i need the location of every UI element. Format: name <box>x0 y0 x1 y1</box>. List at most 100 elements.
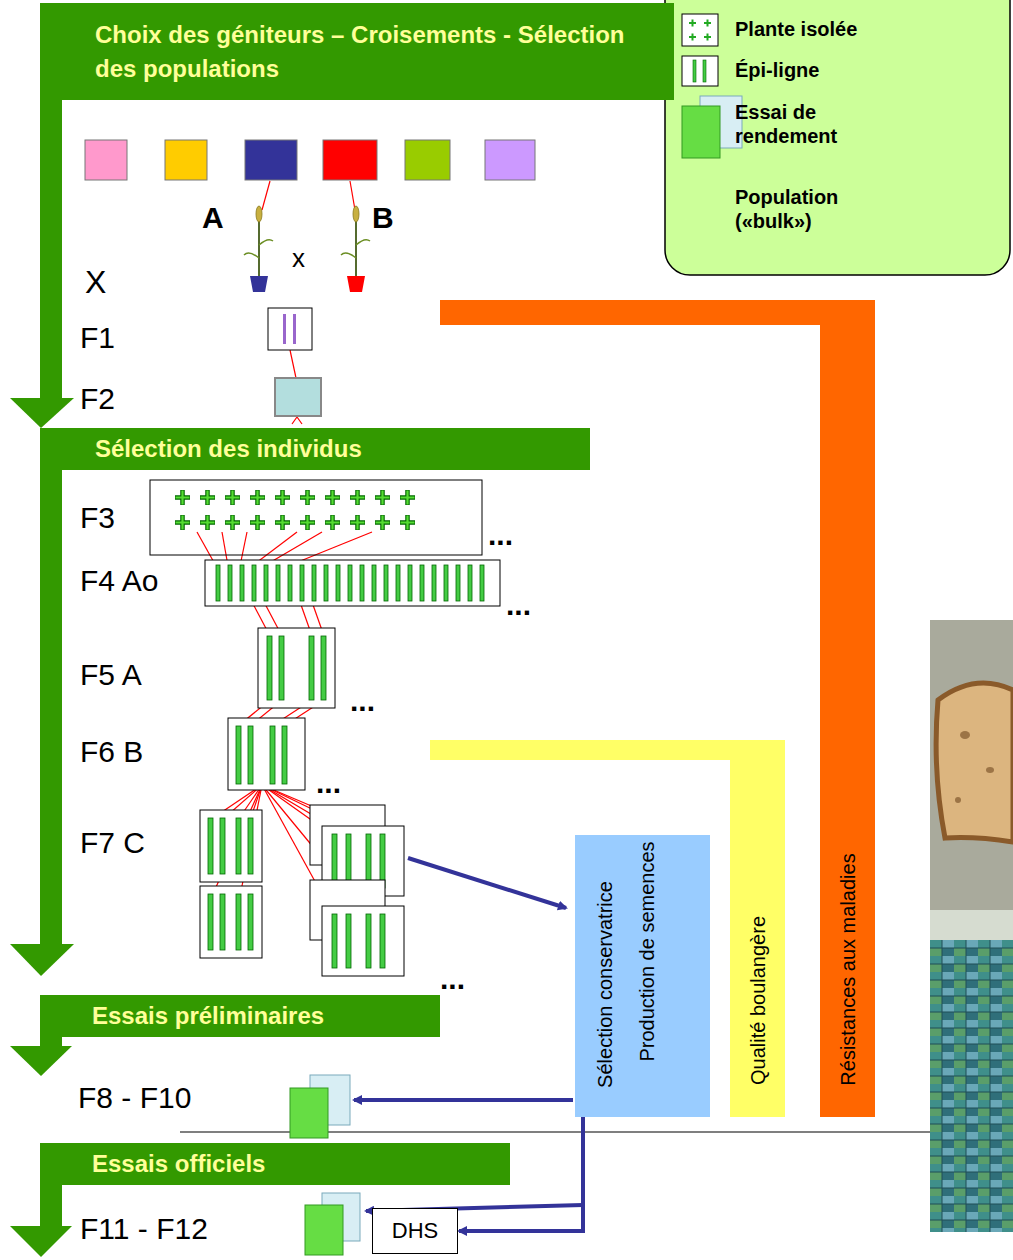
f5-family <box>321 636 326 700</box>
f7-families <box>332 914 337 968</box>
stage-title: Essais officiels <box>92 1147 265 1181</box>
process-box: DHS <box>372 1208 458 1254</box>
f5-family <box>267 636 272 700</box>
parent-plant-a <box>256 206 262 222</box>
f4-ear-rows <box>205 560 500 606</box>
f7-families <box>248 818 253 874</box>
f1-ear-row <box>268 308 312 350</box>
band-text: Production de semences <box>636 841 659 1061</box>
f6-family <box>228 718 305 790</box>
legend-icon-yield-trial <box>682 106 720 158</box>
legend-box <box>665 0 1010 275</box>
f6-family <box>270 726 275 784</box>
green-flow-arrows <box>10 1046 72 1076</box>
selection-lines <box>262 181 270 210</box>
band-bars <box>430 740 760 760</box>
legend-box <box>665 0 1010 275</box>
legend-icon-ear-row <box>682 56 718 86</box>
generation-label: F3 <box>80 503 115 533</box>
f7-families <box>236 894 241 950</box>
stage-banner: Choix des géniteurs – Croisements - Séle… <box>40 3 674 100</box>
stage-title: Sélection des individus <box>95 432 362 466</box>
green-flow-arrows <box>40 1179 62 1228</box>
stage-title: Essais préliminaires <box>92 999 324 1033</box>
f3-plants <box>150 480 482 555</box>
green-flow-arrows <box>40 96 62 400</box>
f7-families <box>236 818 241 874</box>
legend-label: Essai de rendement <box>735 100 875 148</box>
band-bars <box>430 300 850 760</box>
parent-squares <box>485 140 535 180</box>
f5-family <box>258 628 335 708</box>
yield-trial-icons <box>290 1088 328 1138</box>
f3-plants <box>170 485 420 535</box>
f6-family <box>248 726 253 784</box>
photo-bread-field <box>930 620 1013 940</box>
green-flow-arrows <box>10 944 74 976</box>
f5-family <box>258 628 335 708</box>
flow-arrows <box>354 1098 573 1102</box>
parent-squares <box>405 140 450 180</box>
green-flow-arrows <box>10 1226 72 1257</box>
ellipsis: ... <box>316 768 341 798</box>
f1-ear-row <box>283 314 286 344</box>
parent-squares <box>165 140 207 180</box>
f7-families <box>220 818 225 874</box>
parent-plant-b <box>355 220 357 276</box>
green-flow-arrows <box>40 468 62 946</box>
activity-band: Sélection conservatriceProduction de sem… <box>575 835 710 1117</box>
parent-label: B <box>372 203 394 233</box>
photo-bread-field <box>936 683 1013 842</box>
selection-lines <box>350 181 355 210</box>
parent-squares <box>85 140 535 180</box>
criterion-band: Résistances aux maladies <box>820 300 875 1117</box>
generation-label: F4 Ao <box>80 566 158 596</box>
f7-families <box>366 914 371 968</box>
stage-banner: Essais officiels <box>40 1143 510 1185</box>
f5-family <box>279 636 284 700</box>
legend-label: Population («bulk») <box>735 185 865 233</box>
generation-label: F6 B <box>80 737 143 767</box>
legend-label: Plante isolée <box>735 17 1000 41</box>
f6-family <box>282 726 287 784</box>
f7-families <box>346 914 351 968</box>
parent-plant-b <box>341 240 370 258</box>
stage-title: Choix des géniteurs – Croisements - Séle… <box>95 18 660 85</box>
f7-families <box>208 894 213 950</box>
stage-banner: Essais préliminaires <box>40 995 440 1037</box>
parent-plant-a <box>250 276 268 292</box>
f4-ear-rows <box>205 560 500 606</box>
f3-plants <box>150 480 482 555</box>
photo-bread-field <box>960 731 970 739</box>
box-text: DHS <box>392 1218 438 1244</box>
generation-label: F1 <box>80 323 115 353</box>
cross-label: X <box>85 266 106 298</box>
generation-label: F2 <box>80 384 115 414</box>
parent-squares <box>85 140 127 180</box>
parent-label: A <box>202 203 224 233</box>
legend-icon-ear-row <box>682 56 718 86</box>
f7-families <box>200 810 262 882</box>
selection-lines <box>290 350 296 378</box>
ellipsis: ... <box>440 964 465 994</box>
parent-squares <box>323 140 377 180</box>
parent-plant-a <box>244 206 273 292</box>
f7-families <box>248 894 253 950</box>
band-text: Résistances aux maladies <box>837 853 860 1085</box>
parent-squares <box>245 140 297 180</box>
yield-trial-icons <box>305 1205 343 1255</box>
green-flow-arrows <box>10 398 74 428</box>
f7-families <box>200 805 404 976</box>
f5-family <box>309 636 314 700</box>
cross-symbol: x <box>292 245 305 271</box>
ellipsis: ... <box>506 590 531 620</box>
legend-label: Épi-ligne <box>735 58 1000 82</box>
parent-plant-a <box>258 220 260 276</box>
legend-icon-plant <box>689 20 711 41</box>
photo-bread-field <box>930 910 1013 942</box>
generation-label: F7 C <box>80 828 145 858</box>
f4-ear-rows <box>212 563 488 603</box>
generation-label: F8 - F10 <box>78 1083 191 1113</box>
f7-families <box>220 894 225 950</box>
